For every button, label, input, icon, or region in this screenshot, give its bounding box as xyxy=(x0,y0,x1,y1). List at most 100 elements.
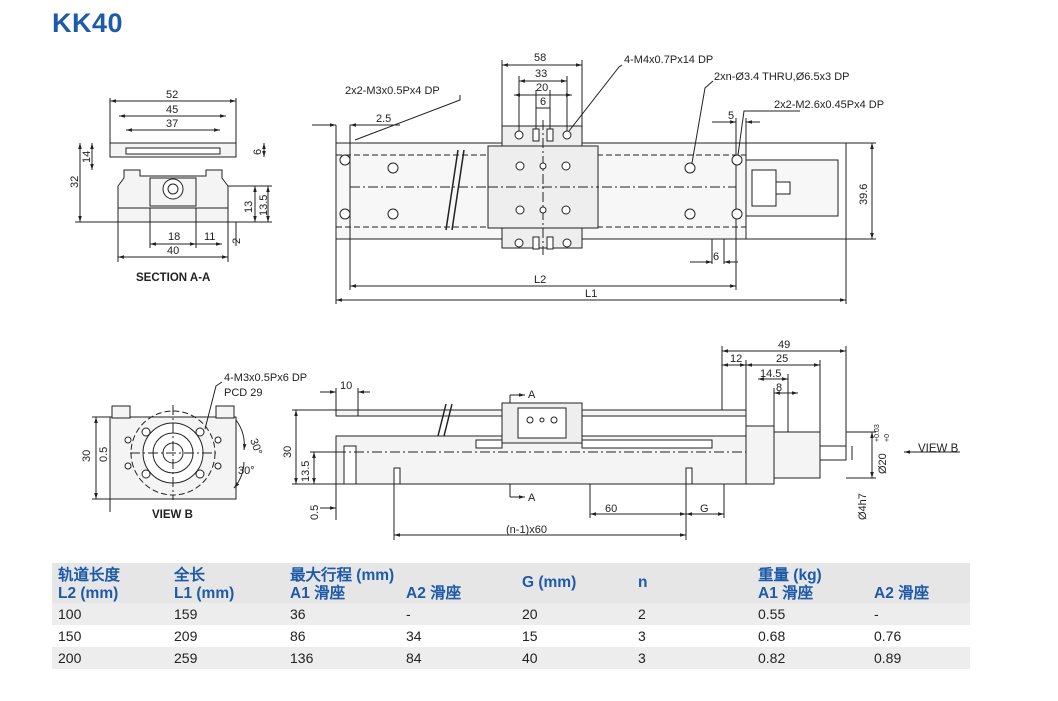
note-m2-6: 2x2-M2.6x0.45Px4 DP xyxy=(774,99,884,111)
tol-upper: +0.03 xyxy=(874,424,881,442)
tol-lower: +0 xyxy=(884,434,891,442)
dim-32: 32 xyxy=(69,176,81,188)
cell-stroke-a1: 86 xyxy=(284,625,400,647)
dim-10: 10 xyxy=(340,380,352,392)
header-weight: 重量 (kg) A1 滑座 A2 滑座 xyxy=(752,563,970,603)
cell-l2: 100 xyxy=(52,603,168,625)
dim-l1: L1 xyxy=(585,288,597,300)
header-rail-length: 轨道长度 L2 (mm) xyxy=(52,563,168,603)
header-weight-a1: A1 滑座 xyxy=(758,585,814,602)
cell-l1: 159 xyxy=(168,603,284,625)
header-n: n xyxy=(632,563,752,603)
section-mark-a-bottom: A xyxy=(528,492,536,504)
cell-stroke-a2: 84 xyxy=(400,647,516,669)
dim-40: 40 xyxy=(167,245,179,257)
header-total-en: L1 (mm) xyxy=(174,585,235,602)
dim-6-top: 6 xyxy=(540,96,546,108)
table-row: 150 209 86 34 15 3 0.68 0.76 xyxy=(52,625,970,647)
dim-58: 58 xyxy=(534,52,546,64)
dim-45: 45 xyxy=(166,104,178,116)
cell-weight-a2: 0.89 xyxy=(868,647,970,669)
note-m3-view-b: 4-M3x0.5Px6 DP xyxy=(224,372,307,384)
dim-37: 37 xyxy=(166,118,178,130)
cell-weight-a2: - xyxy=(868,603,970,625)
dim-13-5: 13.5 xyxy=(258,195,270,216)
note-m3-top: 2x2-M3x0.5Px4 DP xyxy=(345,85,440,97)
header-g: G (mm) xyxy=(516,563,632,603)
cell-l1: 209 xyxy=(168,625,284,647)
product-title: KK40 xyxy=(52,8,124,38)
view-b-caption: VIEW B xyxy=(152,509,193,521)
dim-g: G xyxy=(700,503,709,515)
angle-30-lower: 30° xyxy=(238,465,255,477)
view-b xyxy=(92,381,247,512)
dim-13: 13 xyxy=(243,201,255,213)
dim-n-minus-1-x60: (n-1)x60 xyxy=(506,524,547,536)
dim-6: 6 xyxy=(252,149,264,155)
dim-18: 18 xyxy=(168,231,180,243)
dim-6-bottom: 6 xyxy=(713,251,719,263)
dim-13-5-side: 13.5 xyxy=(300,461,312,482)
cell-weight-a1: 0.55 xyxy=(752,603,868,625)
cell-n: 3 xyxy=(632,647,752,669)
dim-14: 14 xyxy=(81,151,93,163)
note-m4: 4-M4x0.7Px14 DP xyxy=(624,54,713,66)
dim-25: 25 xyxy=(776,353,788,365)
dim-39-6: 39.6 xyxy=(858,184,870,205)
cell-n: 3 xyxy=(632,625,752,647)
dim-49: 49 xyxy=(778,339,790,351)
dim-52: 52 xyxy=(166,89,178,101)
cell-weight-a1: 0.68 xyxy=(752,625,868,647)
top-view-labels: 58 33 20 6 2.5 5 39.6 6 L2 L1 2x2-M3x0.5… xyxy=(345,52,884,300)
section-mark-a-top: A xyxy=(528,389,536,401)
header-total-length: 全长 L1 (mm) xyxy=(168,563,284,603)
cell-weight-a2: 0.76 xyxy=(868,625,970,647)
dim-2: 2 xyxy=(231,238,243,244)
cell-n: 2 xyxy=(632,603,752,625)
technical-drawing: 52 45 37 14 6 32 13 13.5 18 11 40 2 SECT… xyxy=(69,52,960,540)
dim-60: 60 xyxy=(605,503,617,515)
section-caption: SECTION A-A xyxy=(136,272,210,284)
cell-g: 20 xyxy=(516,603,632,625)
dim-20: 20 xyxy=(536,82,548,94)
header-total-cn: 全长 xyxy=(174,567,206,584)
cell-stroke-a1: 136 xyxy=(284,647,400,669)
section-a-a-view xyxy=(75,98,272,262)
top-view xyxy=(312,60,876,304)
note-thru-holes: 2xn-Ø3.4 THRU,Ø6.5x3 DP xyxy=(714,71,850,83)
header-stroke-label: 最大行程 (mm) xyxy=(290,567,395,584)
table-row: 100 159 36 - 20 2 0.55 - xyxy=(52,603,970,625)
dim-5: 5 xyxy=(728,110,734,122)
header-rail-en: L2 (mm) xyxy=(58,585,119,602)
dim-30-side: 30 xyxy=(282,446,294,458)
cell-l2: 200 xyxy=(52,647,168,669)
cell-g: 15 xyxy=(516,625,632,647)
dim-dia-20: Ø20 xyxy=(877,453,889,474)
view-b-labels: 4-M3x0.5Px6 DP PCD 29 30 0.5 30° 30° VIE… xyxy=(81,372,307,521)
table-row: 200 259 136 84 40 3 0.82 0.89 xyxy=(52,647,970,669)
side-view-labels: 10 30 13.5 0.5 60 G (n-1)x60 49 12 25 14… xyxy=(282,339,959,536)
header-weight-label: 重量 (kg) xyxy=(758,567,822,584)
dim-12: 12 xyxy=(730,353,742,365)
cell-stroke-a2: - xyxy=(400,603,516,625)
view-b-pointer-label: VIEW B xyxy=(918,443,959,455)
side-view xyxy=(292,346,960,540)
header-stroke-a1: A1 滑座 xyxy=(290,585,346,602)
angle-30-upper: 30° xyxy=(247,437,264,457)
header-stroke-a2: A2 滑座 xyxy=(406,585,462,602)
cell-g: 40 xyxy=(516,647,632,669)
cell-weight-a1: 0.82 xyxy=(752,647,868,669)
header-weight-a2: A2 滑座 xyxy=(874,585,930,602)
dim-33: 33 xyxy=(535,68,547,80)
dim-8: 8 xyxy=(776,382,782,394)
spec-table: 轨道长度 L2 (mm) 全长 L1 (mm) 最大行程 (mm) A1 滑座 A… xyxy=(52,563,970,669)
dim-11: 11 xyxy=(204,231,215,243)
cell-stroke-a1: 36 xyxy=(284,603,400,625)
dim-0-5-view-b: 0.5 xyxy=(98,447,110,462)
section-a-a-dim-labels: 52 45 37 14 6 32 13 13.5 18 11 40 2 SECT… xyxy=(69,89,270,284)
header-max-stroke: 最大行程 (mm) A1 滑座 A2 滑座 xyxy=(284,563,516,603)
dim-0-5-side: 0.5 xyxy=(309,505,321,520)
dim-14-5: 14.5 xyxy=(760,368,781,380)
dim-l2: L2 xyxy=(534,274,546,286)
note-pcd: PCD 29 xyxy=(224,387,263,399)
